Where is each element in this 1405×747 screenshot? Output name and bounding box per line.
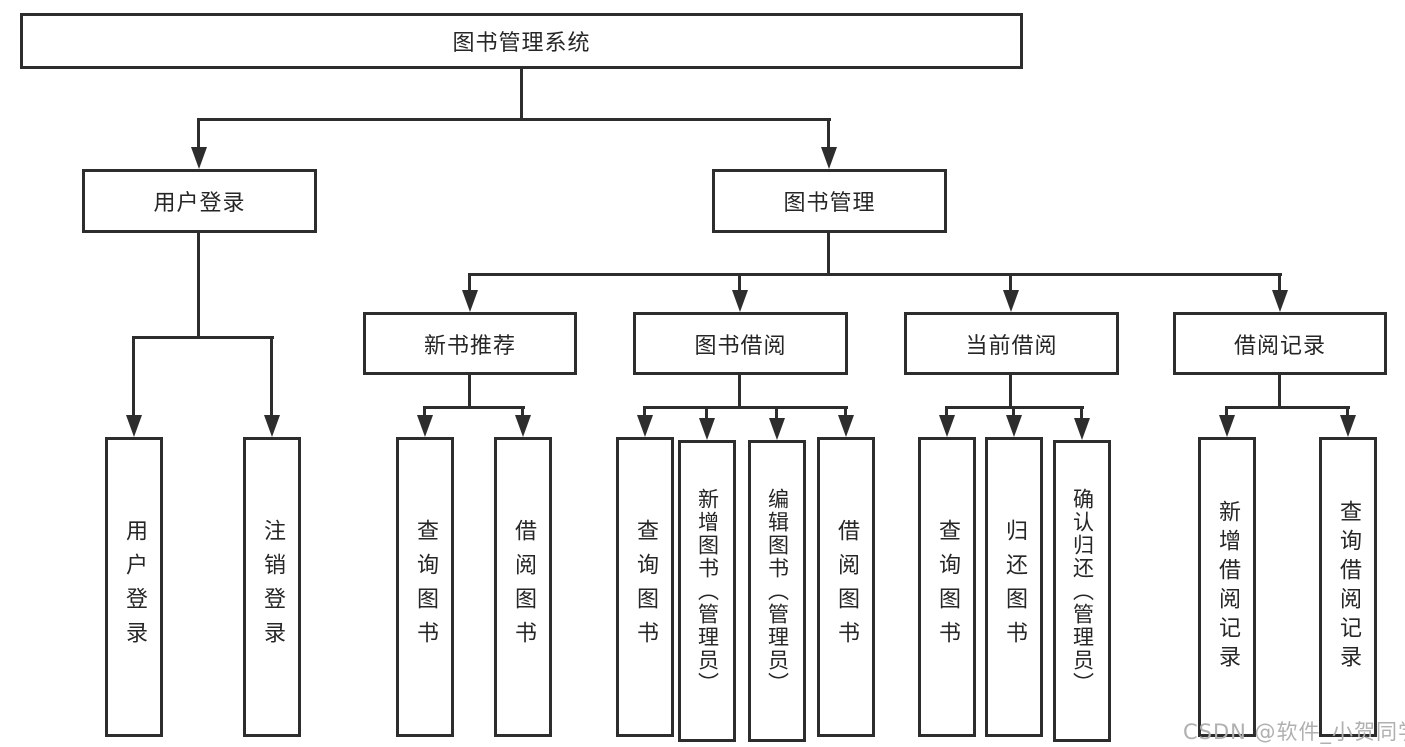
node-book-borrow: 图书借阅 xyxy=(633,312,848,375)
arrow-down-icon xyxy=(1006,415,1022,437)
connector-stem xyxy=(468,273,471,292)
arrow-down-icon xyxy=(264,415,280,437)
arrow-down-icon xyxy=(1340,415,1356,437)
leaf-query-borrow-record: 查询借阅记录 xyxy=(1319,437,1377,737)
arrow-down-icon xyxy=(699,418,715,440)
arrow-down-icon xyxy=(462,290,478,312)
connector-split-borrow-records xyxy=(1225,406,1350,409)
connector-split-book-borrow xyxy=(643,406,848,409)
node-root: 图书管理系统 xyxy=(20,13,1023,69)
leaf-query-books-recommend: 查询图书 xyxy=(396,437,454,737)
connector-stem xyxy=(827,118,830,150)
arrow-down-icon xyxy=(838,415,854,437)
connector-stem xyxy=(705,406,708,420)
node-borrow-records: 借阅记录 xyxy=(1173,312,1387,375)
connector-stem xyxy=(423,406,426,417)
arrow-down-icon xyxy=(939,415,955,437)
connector-stem xyxy=(197,118,200,150)
connector-stem xyxy=(132,336,135,417)
leaf-add-books-admin: 新增图书（管理员） xyxy=(678,440,736,742)
connector-stem xyxy=(521,406,524,417)
leaf-edit-books-admin: 编辑图书（管理员） xyxy=(748,440,806,742)
arrow-down-icon xyxy=(637,415,653,437)
arrow-down-icon xyxy=(732,290,748,312)
connector-user-login-trunk xyxy=(197,233,200,336)
connector-borrow-records-trunk xyxy=(1278,375,1281,406)
connector-recommend-trunk xyxy=(468,375,471,406)
arrow-down-icon xyxy=(126,415,142,437)
leaf-borrow-books-recommend: 借阅图书 xyxy=(494,437,552,737)
connector-stem xyxy=(1225,406,1228,417)
leaf-add-borrow-record: 新增借阅记录 xyxy=(1198,437,1256,737)
connector-stem xyxy=(643,406,646,417)
connector-split-level2 xyxy=(197,118,831,121)
connector-book-mgmt-trunk xyxy=(827,233,830,273)
connector-stem xyxy=(844,406,847,417)
connector-split-user-login xyxy=(132,336,274,339)
node-book-management: 图书管理 xyxy=(712,169,947,233)
connector-stem xyxy=(270,336,273,417)
csdn-watermark: CSDN @软件_小贺同学 xyxy=(1183,720,1405,744)
leaf-user-login: 用户登录 xyxy=(105,437,163,737)
leaf-query-books-borrow: 查询图书 xyxy=(616,437,674,737)
arrow-down-icon xyxy=(191,147,207,169)
connector-stem xyxy=(1346,406,1349,417)
connector-stem xyxy=(1009,273,1012,292)
arrow-down-icon xyxy=(417,415,433,437)
arrow-down-icon xyxy=(1003,290,1019,312)
arrow-down-icon xyxy=(769,418,785,440)
connector-stem xyxy=(1080,406,1083,420)
connector-split-level3 xyxy=(468,273,1282,276)
connector-stem xyxy=(775,406,778,420)
arrow-down-icon xyxy=(1272,290,1288,312)
arrow-down-icon xyxy=(1074,418,1090,440)
connector-stem xyxy=(1278,273,1281,292)
leaf-logout: 注销登录 xyxy=(243,437,301,737)
connector-book-borrow-trunk xyxy=(738,375,741,406)
connector-stem xyxy=(738,273,741,292)
connector-root-trunk xyxy=(520,69,523,119)
connector-stem xyxy=(1012,406,1015,417)
connector-current-borrow-trunk xyxy=(1009,375,1012,406)
arrow-down-icon xyxy=(515,415,531,437)
arrow-down-icon xyxy=(821,147,837,169)
node-user-login: 用户登录 xyxy=(82,169,317,233)
leaf-borrow-books-borrow: 借阅图书 xyxy=(817,437,875,737)
leaf-query-books-current: 查询图书 xyxy=(918,437,976,737)
node-current-borrow: 当前借阅 xyxy=(904,312,1119,375)
leaf-confirm-return-admin: 确认归还（管理员） xyxy=(1053,440,1111,742)
leaf-return-books: 归还图书 xyxy=(985,437,1043,737)
connector-stem xyxy=(945,406,948,417)
connector-split-recommend xyxy=(423,406,525,409)
arrow-down-icon xyxy=(1219,415,1235,437)
node-new-book-recommend: 新书推荐 xyxy=(363,312,577,375)
